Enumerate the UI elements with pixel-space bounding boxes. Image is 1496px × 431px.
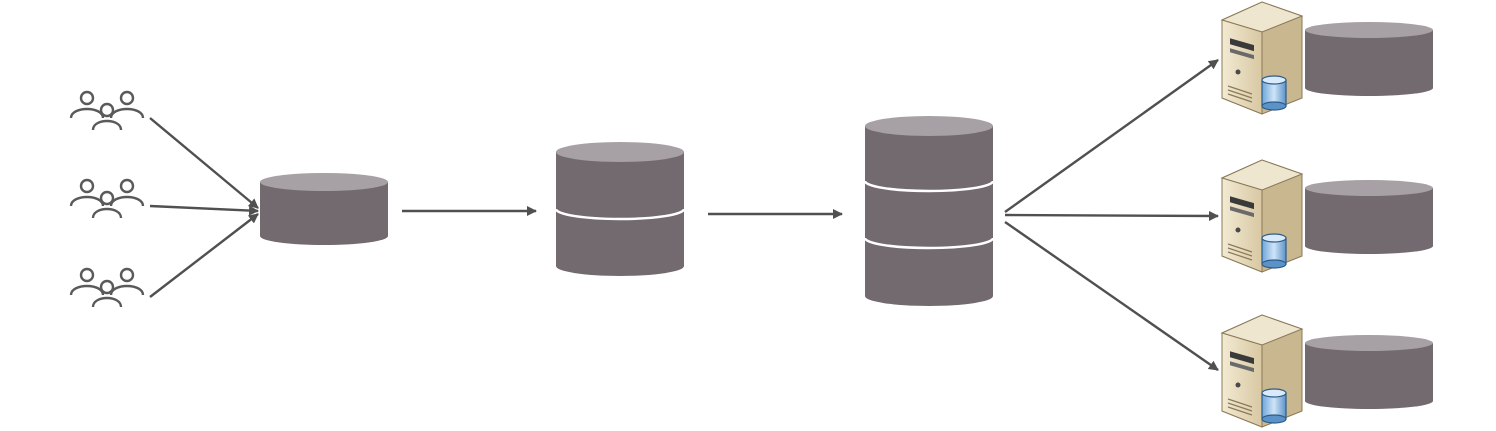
server-icon <box>1221 314 1303 428</box>
database-cylinder <box>554 142 686 276</box>
arrow <box>1004 221 1219 371</box>
arrow <box>149 204 259 216</box>
users-icon <box>69 267 145 309</box>
arrow <box>1004 59 1219 213</box>
server-icon <box>1221 1 1303 115</box>
arrow <box>149 213 259 298</box>
arrow <box>149 117 259 209</box>
storage-disk <box>1305 22 1433 96</box>
database-cylinder <box>260 173 388 245</box>
server-icon <box>1221 159 1303 273</box>
storage-disk <box>1305 180 1433 254</box>
users-icon <box>69 90 145 132</box>
storage-disk <box>1305 335 1433 409</box>
users-icon <box>69 178 145 220</box>
database-cylinder <box>863 116 995 306</box>
arrow <box>1004 210 1219 221</box>
